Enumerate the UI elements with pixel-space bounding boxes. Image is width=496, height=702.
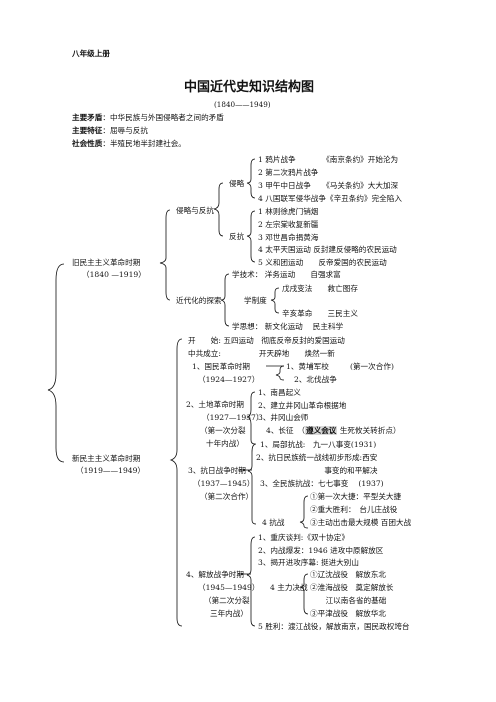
old-era-years: （1840 —1919）: [82, 270, 146, 279]
tech-item: 学技术： 洋务运动 自强求富: [232, 270, 341, 279]
war-item: 4 八国联军侵华战争《辛丑条约》完全陷入: [258, 194, 402, 203]
period-3-item: 1、局部抗战: 九一八事变(1931): [260, 440, 377, 449]
resist-item: 5 义和团运动 反帝爱国的农民运动: [258, 258, 387, 267]
start-item: 开 始: 五四运动 彻底反帝反封的爱国运动: [188, 336, 345, 345]
resistance-war-item: ②重大胜利： 台儿庄战役: [310, 505, 398, 514]
period-1-item: 2、北伐战争: [294, 375, 337, 384]
campaign-item: ①辽沈战役 解放东北: [310, 570, 386, 579]
resistance-label: 反抗: [229, 232, 245, 241]
era-brace: [47, 263, 65, 463]
period-2-item: 2、建立井冈山革命根据地: [258, 401, 347, 410]
period-4-note: 三年内战）: [210, 609, 248, 618]
first-cooperation-note: (第一次合作): [350, 362, 394, 371]
period-2-brace: [246, 391, 256, 445]
page-title: 中国近代史知识结构图: [184, 80, 315, 95]
period-1-brace: [275, 365, 285, 381]
new-era-brace: [169, 338, 183, 627]
period-2-years: （1927—1937）: [202, 413, 264, 422]
period-2-note: （第一次分裂: [200, 426, 246, 435]
period-3-item: 3、全民族抗战：七七事变 (1937): [260, 479, 384, 488]
new-era-years: （1919——1949）: [76, 466, 146, 475]
resistance-war-brace: [299, 495, 309, 529]
period-2-item: 3、井冈山会师: [258, 413, 309, 422]
summary-main-contradiction: 主要矛盾：中华民族与外国侵略者之间的矛盾: [72, 113, 224, 122]
resistance-war-label: 4 抗战: [262, 518, 285, 527]
period-3-brace: [247, 443, 257, 525]
party-founding-item: 中共成立: 开天辟地 焕然一新: [188, 349, 335, 358]
summary-main-feature: 主要特征：屈辱与反抗: [72, 126, 148, 135]
institution-item: 辛亥革命 三民主义: [282, 309, 358, 318]
institution-item: 戊戌变法 救亡图存: [282, 284, 358, 293]
invasion-brace: [246, 158, 256, 199]
war-item: 1 鸦片战争 《南京条约》开始沦为: [258, 155, 399, 164]
period-4-label: 4、解放战争时期: [186, 570, 244, 579]
period-1-label: 1、国民革命时期: [192, 362, 250, 371]
period-2-label: 2、土地革命时期: [186, 400, 244, 409]
resist-item: 1 林则徐虎门销烟: [258, 207, 319, 216]
period-3-item: 事变的和平解决: [256, 466, 378, 475]
period-4-brace: [246, 536, 256, 627]
resist-item: 4 太平天国运动 反封建反侵略的农民运动: [258, 245, 397, 254]
institution-brace: [270, 287, 280, 314]
period-2-note: 十年内战）: [206, 439, 244, 448]
resistance-brace: [246, 210, 256, 263]
period-4-note: （第二次分裂: [204, 596, 250, 605]
campaign-item: 江以南各省的基础: [318, 596, 387, 605]
period-4-item: 3、揭开进攻序幕: 挺进大别山: [258, 558, 359, 567]
campaign-item: ②淮海战役 奠定解放长: [310, 583, 394, 592]
period-years: (1840——1949): [214, 100, 271, 109]
war-item: 2 第二次鸦片战争: [258, 168, 319, 177]
resistance-war-item: ①第一次大捷：平型关大捷: [310, 492, 402, 501]
period-4-item: 1、重庆谈判:《双十协定》: [258, 533, 349, 542]
resist-item: 3 邓世昌命捐黄海: [258, 233, 319, 242]
old-era-label: 旧民主主义革命时期: [72, 258, 141, 267]
long-march-item: 4、长征 （遵义会议 生死攸关转折点）: [266, 426, 401, 435]
zunyi-meeting-highlight: 遵义会议: [305, 426, 338, 435]
institution-label: 学制度: [244, 296, 267, 305]
period-3-item: 2、抗日民族统一战线初步形成:西安: [256, 453, 378, 462]
invasion-resistance-label: 侵略与反抗: [176, 206, 214, 215]
period-3-note: （第二次合作）: [200, 492, 254, 501]
resistance-war-item: ③主动出击最大规模 百团大战: [310, 518, 412, 527]
campaigns-label: 4 主力决战: [270, 583, 308, 592]
period-1-years: （1924—1927）: [198, 375, 260, 384]
exploration-label: 近代化的探索: [176, 296, 222, 305]
period-4-item: 2、内战爆发：1946 进攻中原解放区: [258, 546, 384, 555]
period-1-item: 1、黄埔军校: [286, 362, 329, 371]
grade-label: 八年级上册: [72, 49, 110, 58]
period-2-item: 1、南昌起义: [258, 388, 301, 397]
resist-item: 2 左宗棠收复新疆: [258, 220, 319, 229]
old-era-brace: [159, 209, 171, 301]
thought-item: 学思想： 新文化运动 民主科学: [232, 322, 344, 331]
war-item: 3 甲午中日战争 《马关条约》大大加深: [258, 181, 399, 190]
new-era-label: 新民主主义革命时期: [72, 454, 141, 463]
exploration-brace: [220, 273, 230, 327]
period-3-years: （1937—1945）: [193, 479, 255, 488]
invasion-label: 侵略: [229, 179, 245, 188]
summary-society-nature: 社会性质：半殖民地半封建社会。: [72, 139, 186, 148]
victory-item: 5 胜利：渡江战役，解放南京，国民政权垮台: [258, 622, 410, 631]
invasion-resistance-brace: [213, 182, 224, 237]
campaign-brace: [299, 573, 309, 615]
period-4-years: （1945—1949）: [198, 583, 260, 592]
period-3-label: 3、抗日战争时期: [188, 466, 246, 475]
campaign-item: ③平津战役 解放华北: [310, 609, 386, 618]
